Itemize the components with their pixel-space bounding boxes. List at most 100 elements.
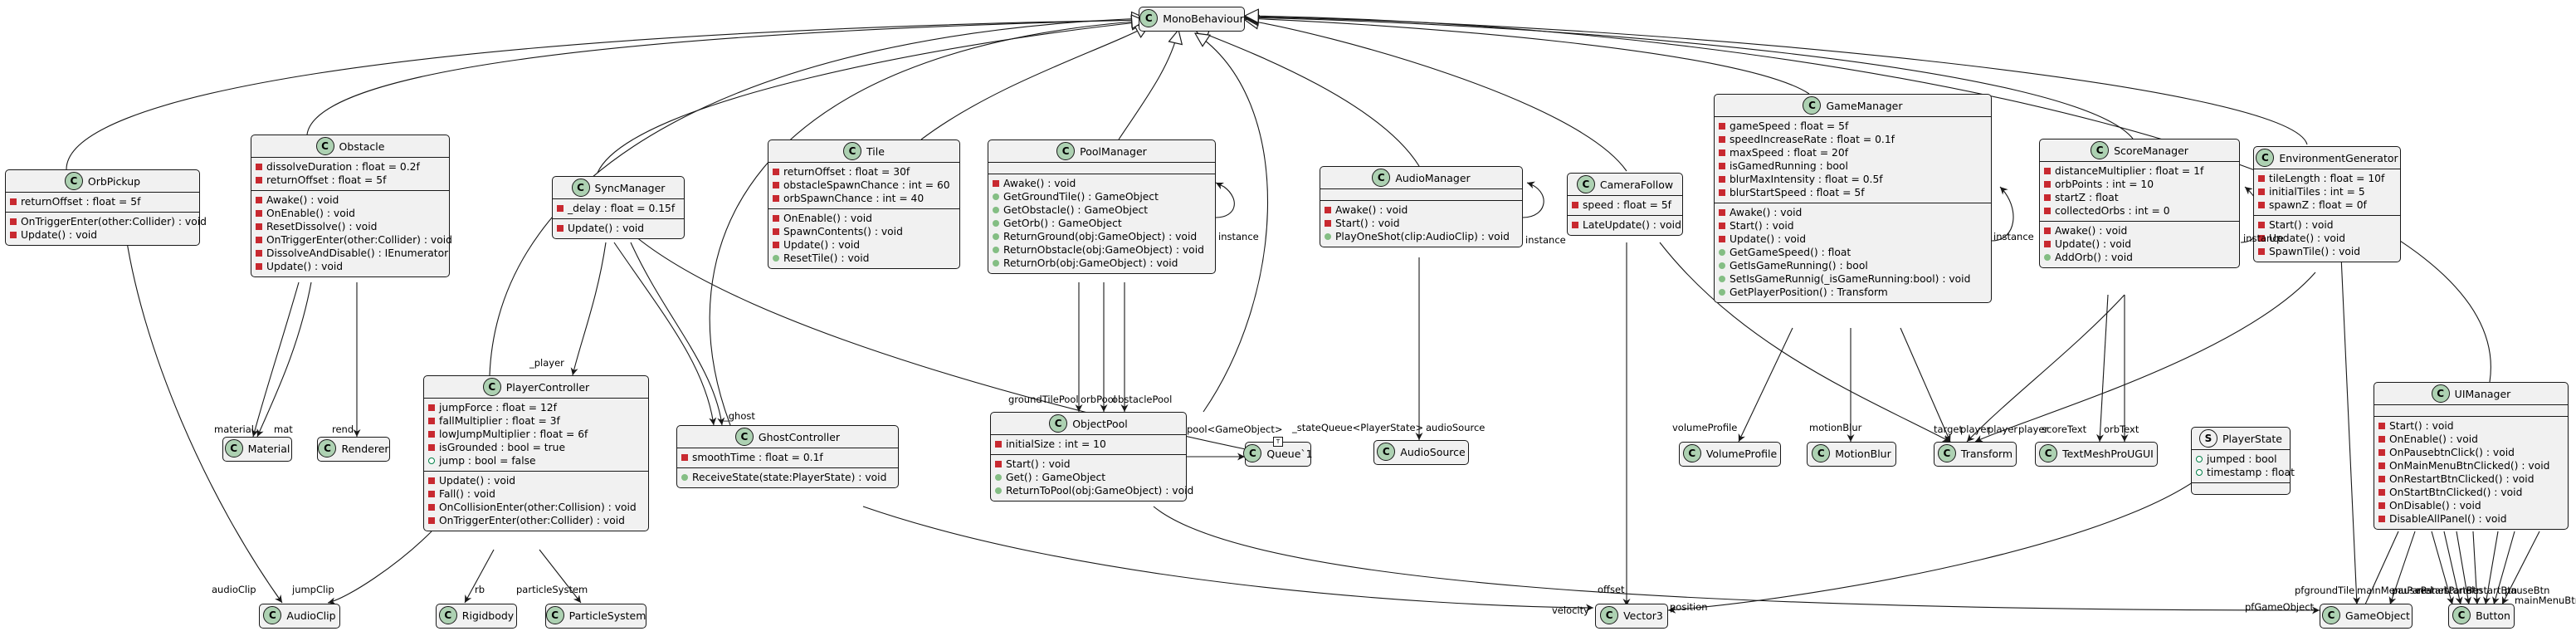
edge-label: groundTilePool [1008, 394, 1079, 405]
class-name: Queue`1 [1266, 447, 1313, 460]
class-name: ObjectPool [1072, 417, 1128, 430]
class-icon: C [1812, 444, 1831, 462]
field: blurStartSpeed : float = 5f [1730, 187, 1865, 198]
method: OnTriggerEnter(other:Collider) : void [21, 216, 207, 228]
inherit-scoremanager [1245, 17, 2134, 139]
class-icon: C [2452, 606, 2471, 624]
method: Get() : GameObject [1006, 472, 1106, 483]
fields: initialSize : int = 10 [991, 435, 1186, 455]
method: DisableAllPanel() : void [2389, 513, 2507, 525]
method: DissolveAndDisable() : IEnumerator [266, 247, 449, 259]
method: OnTriggerEnter(other:Collider) : void [266, 234, 452, 246]
field: lowJumpMultiplier : float = 6f [439, 428, 588, 440]
methods: Update() : void [553, 219, 684, 238]
edge-label: rend [332, 423, 354, 435]
class-motionblur[interactable]: C MotionBlur [1807, 442, 1896, 467]
class-name: ScoreManager [2114, 144, 2188, 157]
methods: Awake() : void Start() : void Update() :… [1715, 203, 1991, 302]
fields: distanceMultiplier : float = 1f orbPoint… [2040, 162, 2239, 222]
methods: Awake() : void GetGroundTile() : GameObj… [988, 174, 1215, 273]
class-name: OrbPickup [87, 174, 141, 188]
class-name: Tile [866, 144, 885, 158]
class-icon: C [438, 606, 457, 624]
edge-label: pfGameObject [2245, 601, 2315, 613]
method: OnCollisionEnter(other:Collision) : void [439, 502, 637, 513]
inherit-camerafollow [1245, 20, 1627, 172]
edge-label: orbText [2104, 423, 2139, 435]
field: startZ : float [2055, 192, 2119, 203]
edge-label: instance [1218, 231, 1259, 242]
fields: dissolveDuration : float = 0.2f returnOf… [251, 158, 449, 191]
class-icon: C [1937, 444, 1956, 462]
struct-icon: S [2199, 429, 2217, 448]
field: jumpForce : float = 12f [439, 402, 557, 413]
method: ReceiveState(state:PlayerState) : void [692, 472, 887, 483]
methods: LateUpdate() : void [1568, 216, 1682, 235]
field: obstacleSpawnChance : int = 60 [783, 179, 950, 191]
class-name: VolumeProfile [1705, 447, 1778, 460]
class-name: MotionBlur [1835, 447, 1891, 460]
method: ReturnGround(obj:GameObject) : void [1003, 231, 1198, 242]
field: _delay : float = 0.15f [568, 203, 676, 214]
edge-label: instance [1525, 234, 1566, 246]
class-transform[interactable]: C Transform [1934, 442, 2017, 467]
class-icon: C [1049, 414, 1068, 433]
fields: smoothTime : float = 0.1f [677, 448, 898, 468]
class-queue[interactable]: C Queue`1 [1243, 442, 1313, 467]
method: Update() : void [1730, 233, 1807, 245]
field: maxSpeed : float = 20f [1730, 147, 1849, 159]
methods: Update() : void Fall() : void OnCollisio… [424, 472, 648, 531]
class-icon: C [1243, 444, 1262, 462]
edge-label: mainMenuPanel [2357, 585, 2433, 596]
class-name: PlayerState [2222, 432, 2282, 445]
methods: Awake() : void OnEnable() : void ResetDi… [251, 191, 452, 276]
method: ResetDissolve() : void [266, 221, 378, 232]
method: Awake() : void [1003, 178, 1076, 189]
edge-label: pool<GameObject> [1187, 423, 1283, 435]
class-icon: C [2039, 444, 2058, 462]
method: SpawnContents() : void [783, 226, 903, 237]
class-icon: C [1600, 606, 1619, 624]
edge-label: _ghost [724, 410, 755, 422]
class-icon: C [2431, 384, 2450, 403]
edge-label: pauseBtn [2505, 585, 2550, 596]
edge-label: player [1988, 423, 2018, 435]
method: Start() : void [2389, 420, 2454, 432]
edge-label: instance [2243, 232, 2284, 244]
class-icon: C [224, 439, 243, 458]
class-name: AudioManager [1395, 171, 1471, 184]
fields: returnOffset : float = 5f [6, 193, 199, 213]
methods: Start() : void Update() : void SpawnTile… [2254, 216, 2400, 262]
class-name: Transform [1960, 447, 2013, 460]
inherit-objectpool [1195, 33, 1269, 413]
class-icon: C [734, 428, 754, 446]
